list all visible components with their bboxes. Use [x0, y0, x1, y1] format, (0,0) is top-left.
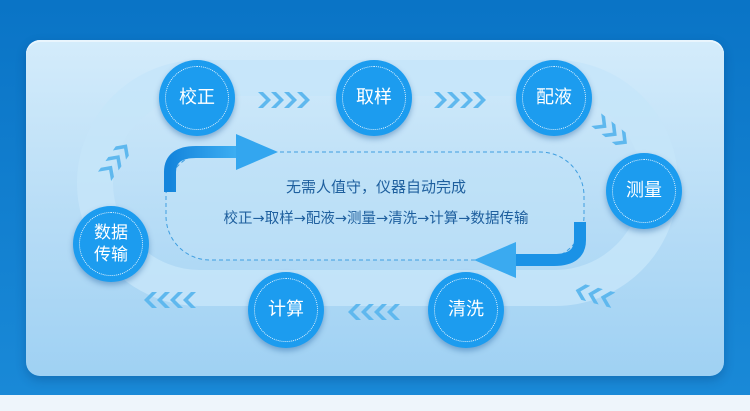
- chevron-down-left-icon: [575, 284, 616, 308]
- node-label: 清洗: [448, 299, 484, 320]
- chevron-up-right-icon: [97, 144, 129, 181]
- node-label: 配液: [536, 87, 572, 108]
- chevron-right-icon: [434, 92, 486, 108]
- node-compute: 计算: [248, 272, 324, 348]
- center-caption-line1: 无需人值守，仪器自动完成: [285, 178, 466, 196]
- node-measure: 测量: [606, 153, 682, 229]
- curved-arrow-bottom-icon: [474, 222, 586, 278]
- center-caption-line2: 校正→取样→配液→测量→清洗→计算→数据传输: [223, 211, 529, 227]
- chevron-left-icon: [348, 304, 400, 320]
- node-label: 测量: [626, 180, 662, 201]
- node-label: 校正: [179, 87, 215, 108]
- curved-arrow-top-icon: [164, 134, 278, 192]
- node-label: 计算: [268, 299, 304, 320]
- node-label: 取样: [356, 87, 392, 108]
- chevron-down-right-icon: [591, 113, 627, 146]
- node-cleaning: 清洗: [428, 272, 504, 348]
- chevron-left-icon: [144, 292, 196, 308]
- node-dosing: 配液: [516, 60, 592, 136]
- bottom-strip: [0, 395, 750, 411]
- node-label: 数据 传输: [94, 223, 128, 265]
- loop-track: [77, 60, 678, 306]
- node-calibrate: 校正: [159, 60, 235, 136]
- node-transmit: 数据 传输: [73, 206, 149, 282]
- node-sampling: 取样: [336, 60, 412, 136]
- chevron-right-icon: [258, 92, 310, 108]
- center-box: [165, 151, 585, 261]
